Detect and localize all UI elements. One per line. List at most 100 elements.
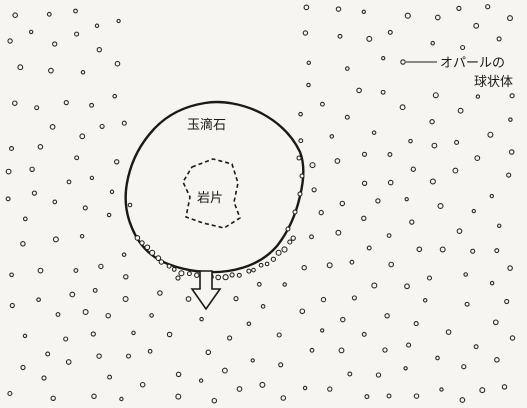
opal-sphere [79, 133, 86, 140]
opal-sphere [399, 104, 406, 111]
accumulated-sphere [287, 239, 293, 245]
opal-sphere [439, 387, 444, 392]
opal-sphere [250, 358, 255, 363]
opal-sphere [175, 371, 182, 378]
opal-sphere [198, 378, 204, 383]
accumulated-sphere [246, 268, 252, 274]
opal-sphere [233, 296, 239, 302]
opal-sphere [306, 60, 312, 66]
opal-sphere [319, 101, 325, 107]
opal-sphere [52, 41, 58, 47]
opal-sphere [489, 193, 494, 199]
opal-sphere [356, 87, 362, 94]
accumulated-sphere [275, 249, 282, 256]
opal-sphere [492, 319, 499, 326]
opal-sphere [69, 291, 76, 298]
opal-spheres-label-line1: オパールの [440, 56, 505, 71]
opal-sphere [107, 374, 113, 380]
opal-sphere [320, 296, 327, 303]
opal-sphere [431, 142, 438, 149]
opal-sphere [361, 331, 367, 337]
nodule-outline [124, 100, 305, 274]
opal-sphere [63, 99, 69, 106]
opal-sphere [507, 15, 513, 22]
accumulated-sphere [222, 274, 229, 281]
down-arrow-icon [190, 270, 222, 311]
accumulated-sphere [281, 246, 288, 253]
opal-sphere [303, 4, 310, 11]
opal-sphere [487, 131, 494, 138]
opal-spheres-leader [400, 59, 437, 65]
opal-sphere [416, 246, 423, 253]
opal-sphere [429, 119, 435, 125]
opal-sphere [387, 179, 394, 186]
opal-sphere [114, 60, 121, 67]
opal-sphere [7, 38, 13, 44]
opal-sphere [34, 105, 40, 111]
accumulated-sphere [290, 235, 296, 241]
opal-sphere [445, 329, 452, 335]
opal-sphere [74, 155, 80, 161]
opal-sphere [65, 359, 72, 365]
opal-sphere [349, 259, 355, 265]
opal-sphere [121, 120, 127, 126]
opal-sphere [508, 117, 513, 122]
opal-sphere [89, 175, 95, 181]
accumulated-sphere [251, 267, 256, 273]
accumulated-sphere [134, 235, 141, 241]
opal-sphere [227, 335, 233, 341]
opal-sphere [366, 35, 373, 42]
opal-sphere [386, 233, 392, 239]
opal-sphere [371, 130, 377, 135]
opal-sphere [432, 92, 439, 99]
opal-sphere [326, 262, 333, 269]
opal-sphere [338, 347, 345, 354]
rock-fragment-label: 岩片 [197, 191, 223, 206]
opal-sphere [375, 372, 382, 378]
opal-sphere [386, 393, 392, 399]
opal-sphere [459, 397, 466, 403]
opal-sphere [114, 159, 120, 165]
opal-sphere [381, 56, 386, 61]
opal-sphere [199, 316, 204, 322]
opal-sphere [236, 386, 243, 392]
opal-sphere [340, 316, 346, 323]
opal-sphere [309, 234, 314, 240]
opal-sphere [404, 283, 410, 290]
opal-sphere [147, 348, 153, 354]
opal-sphere [41, 375, 47, 381]
opal-sphere [112, 93, 118, 99]
opal-sphere [298, 138, 304, 144]
accumulated-sphere [139, 240, 145, 246]
opal-sphere [456, 228, 463, 234]
accumulated-sphere [194, 272, 200, 278]
accumulated-sphere [149, 249, 156, 256]
opal-sphere [344, 114, 350, 120]
opal-sphere [335, 229, 342, 236]
opal-sphere [260, 304, 266, 309]
opal-sphere [157, 290, 163, 296]
opal-sphere [205, 349, 212, 356]
accumulated-sphere [158, 259, 165, 265]
nodule-label: 玉滴石 [187, 117, 226, 133]
opal-sphere [351, 295, 357, 301]
opal-sphere [79, 233, 85, 239]
opal-sphere [380, 89, 386, 95]
opal-sphere [306, 82, 311, 88]
opal-sphere [20, 241, 26, 247]
opal-sphere [99, 123, 105, 129]
opal-sphere [256, 281, 262, 287]
opal-sphere [366, 245, 372, 251]
accumulated-sphere [236, 272, 242, 278]
opal-sphere [46, 11, 52, 17]
opal-sphere [475, 94, 481, 99]
opal-sphere [509, 335, 516, 341]
opal-sphere [20, 364, 26, 371]
accumulated-sphere [178, 270, 185, 277]
opal-sphere [31, 190, 38, 196]
opal-sphere [371, 282, 378, 289]
opal-sphere [106, 212, 112, 218]
opal-sphere [387, 152, 393, 157]
opal-sphere [80, 70, 86, 75]
rock-fragment-outline [182, 158, 241, 229]
